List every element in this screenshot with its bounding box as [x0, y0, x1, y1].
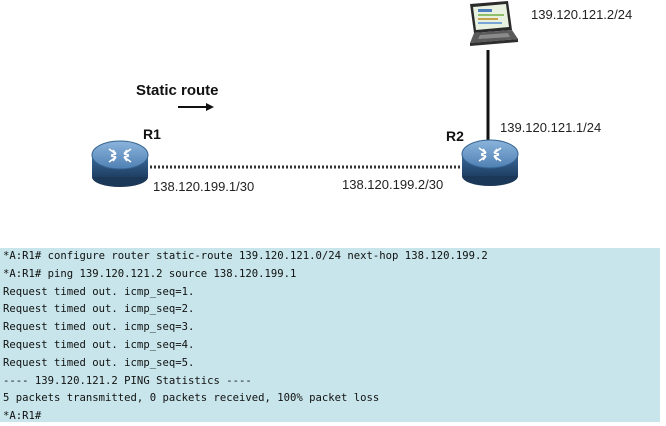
router-r2[interactable]: R2 — [446, 128, 519, 186]
console-line: *A:R1# ping 139.120.121.2 source 138.120… — [3, 267, 297, 280]
router-r2-label: R2 — [446, 128, 464, 144]
console-line: Request timed out. icmp_seq=5. — [3, 356, 195, 369]
r1-wan-ip-label: 138.120.199.1/30 — [153, 179, 254, 194]
static-route-title: Static route — [136, 82, 219, 99]
console-line: Request timed out. icmp_seq=2. — [3, 303, 195, 316]
r2-lan-ip-label: 139.120.121.1/24 — [500, 120, 601, 135]
laptop-icon — [470, 1, 518, 46]
direction-arrow-icon — [178, 103, 214, 111]
router-r1[interactable]: R1 — [91, 126, 161, 187]
r2-wan-ip-label: 138.120.199.2/30 — [342, 177, 443, 192]
router-icon — [91, 140, 149, 187]
console-line: *A:R1# configure router static-route 139… — [3, 250, 488, 262]
console-line: 5 packets transmitted, 0 packets receive… — [3, 392, 380, 405]
console-line: Request timed out. icmp_seq=4. — [3, 338, 195, 351]
console-line: ---- 139.120.121.2 PING Statistics ---- — [3, 374, 252, 387]
console-line: Request timed out. icmp_seq=1. — [3, 285, 195, 298]
router-r1-label: R1 — [143, 126, 161, 142]
laptop-ip-label: 139.120.121.2/24 — [531, 7, 632, 22]
laptop-host[interactable] — [470, 1, 518, 46]
network-diagram: Static route R1 — [91, 1, 632, 194]
cli-console: *A:R1# configure router static-route 139… — [0, 248, 660, 422]
console-line: Request timed out. icmp_seq=3. — [3, 321, 195, 334]
router-icon — [461, 139, 519, 186]
console-line: *A:R1# — [3, 410, 42, 423]
